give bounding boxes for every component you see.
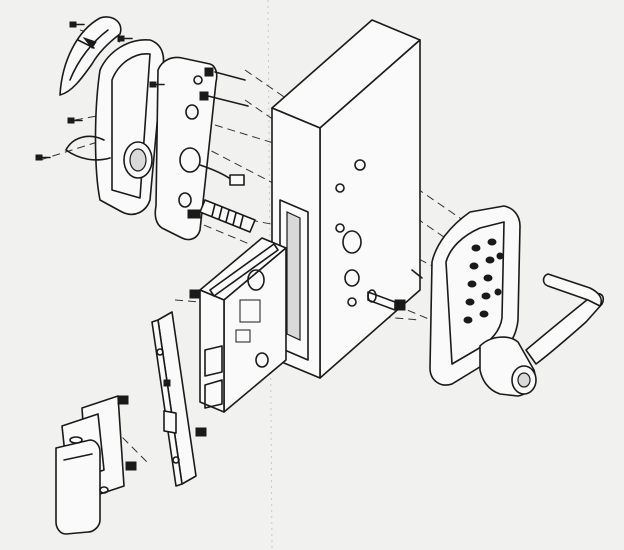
- paper-fold-line: [267, 0, 273, 550]
- mortise-lock-body: [189, 237, 287, 437]
- lock-faceplate: [151, 311, 197, 487]
- interior-lever-cover: [59, 16, 122, 96]
- keypad-buttons: [463, 238, 504, 324]
- cylinder-cam: [367, 289, 406, 311]
- strike-plate-assembly: [55, 395, 137, 535]
- door-slab: [271, 19, 421, 379]
- spindle: [187, 199, 256, 233]
- exterior-keypad-lever-trim: [429, 205, 605, 397]
- interior-mounting-plate: [154, 56, 218, 241]
- mounting-screws: [35, 21, 165, 161]
- through-bolts: [199, 67, 249, 107]
- interior-escutcheon-housing: [65, 39, 165, 216]
- wire-harness-connector: [199, 164, 423, 279]
- lever-handle: [525, 273, 605, 365]
